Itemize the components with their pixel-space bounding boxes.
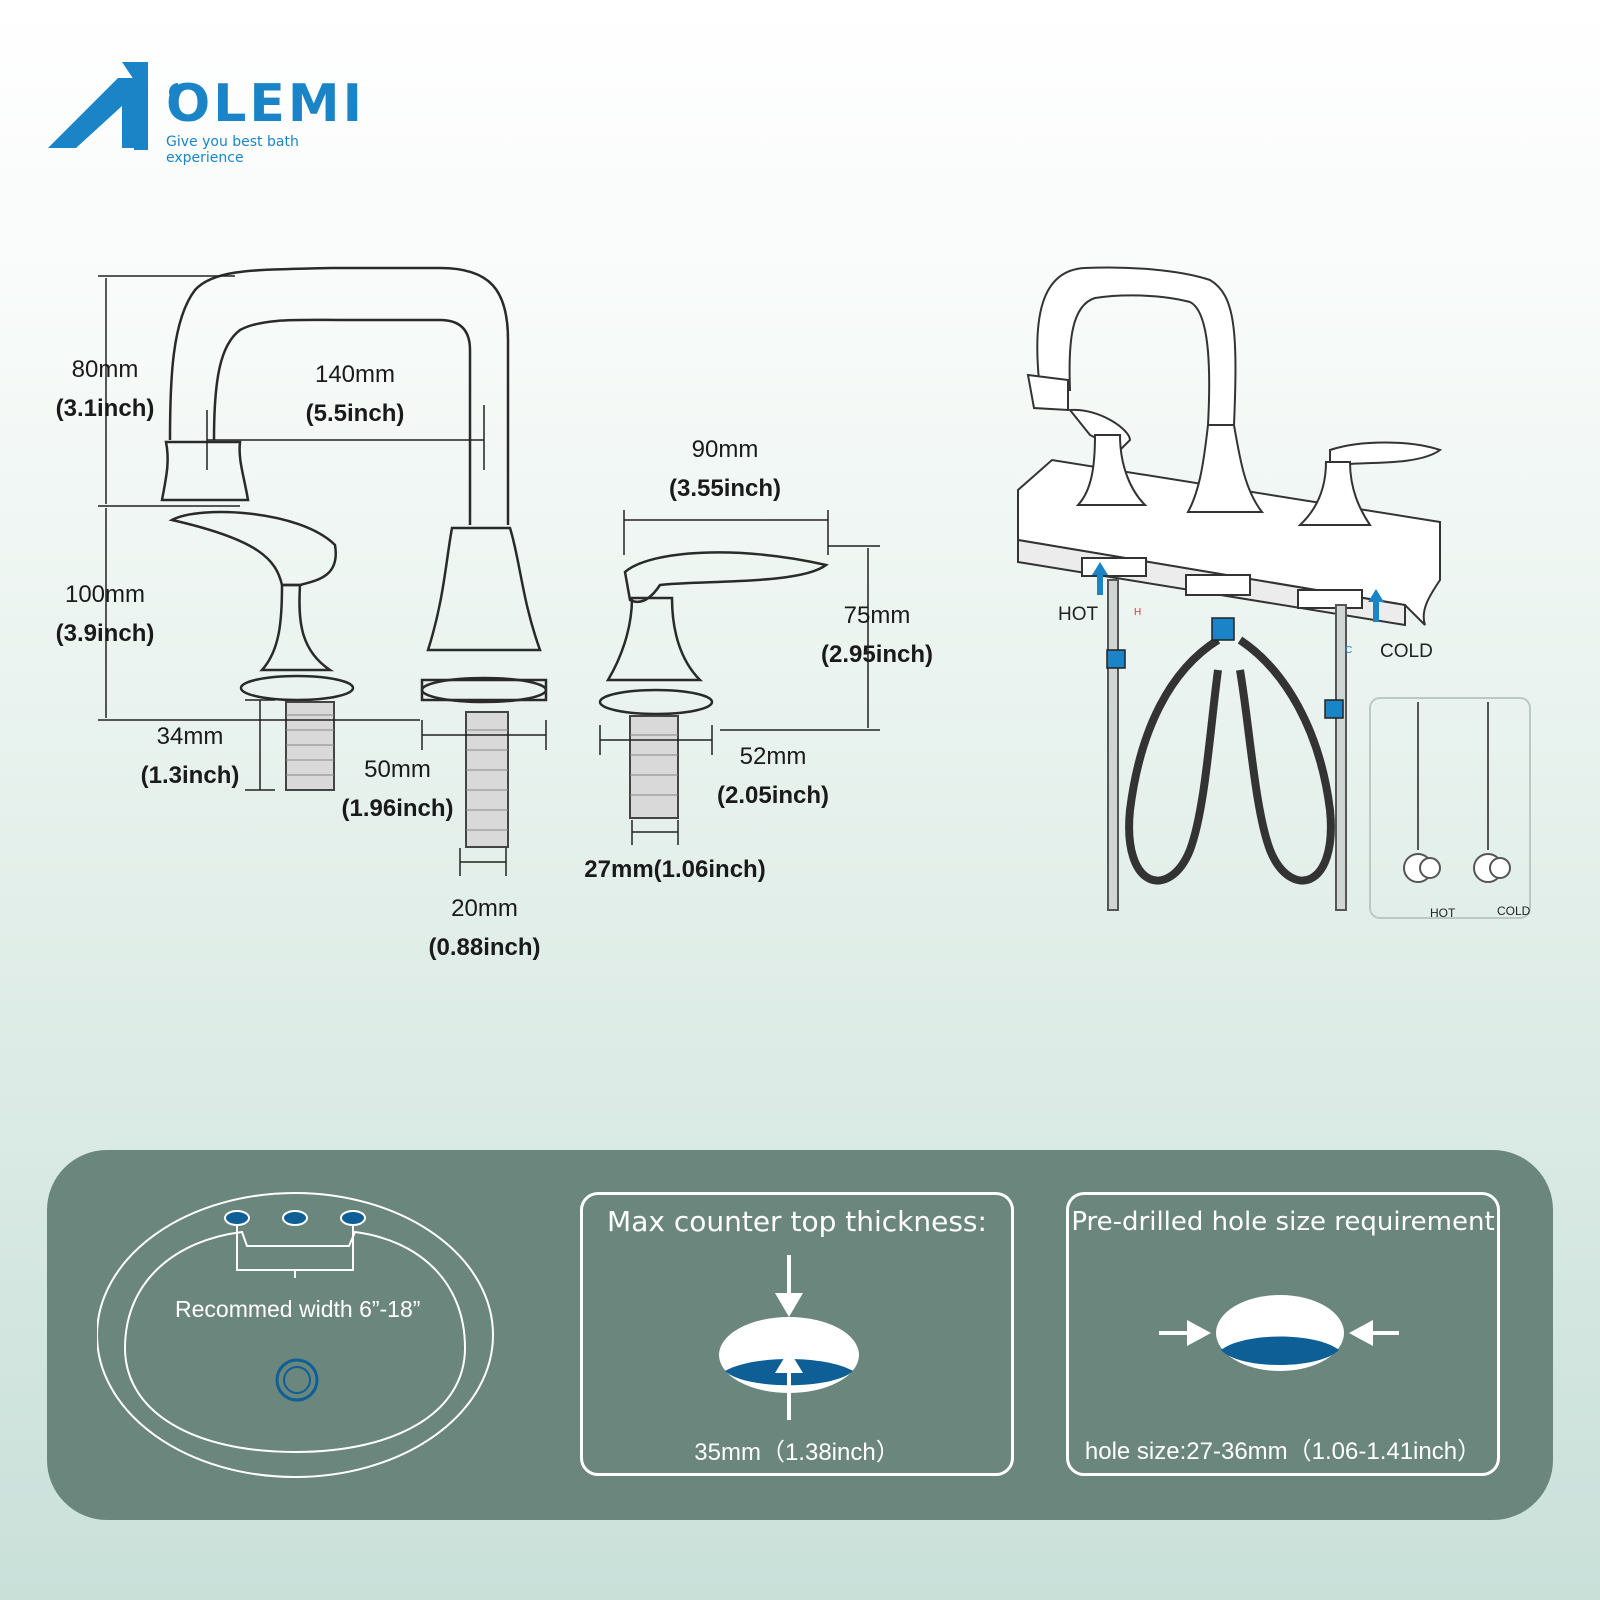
hoses	[1125, 636, 1335, 885]
faucet-height-label: 100mm(3.9inch)	[55, 581, 155, 647]
inset-box	[1369, 697, 1531, 919]
spout-reach-label: 140mm(5.5inch)	[305, 361, 405, 427]
thickness-card: Max counter top thickness: 35mm（1.38inch…	[580, 1192, 1014, 1476]
basin-diagram	[97, 1192, 494, 1478]
basin-width-note: Recommed width 6”-18”	[175, 1296, 421, 1322]
inset-hot-label: HOT	[1430, 906, 1456, 920]
connector-nuts	[1106, 617, 1344, 719]
faucet-dimension-drawing	[98, 266, 880, 876]
hole-size-title: Pre-drilled hole size requirement	[1071, 1207, 1495, 1237]
supply-lines	[1107, 579, 1347, 911]
spout-height-label: 80mm(3.1inch)	[55, 356, 155, 422]
spout-base-label: 50mm(1.96inch)	[341, 756, 454, 822]
handle-height-label: 75mm(2.95inch)	[820, 602, 934, 668]
inset-cold-label: COLD	[1497, 904, 1531, 918]
logo-a-mark-icon	[48, 62, 178, 150]
thread-lines	[286, 714, 678, 831]
thickness-diagram	[719, 1255, 859, 1420]
hot-mark: H	[1134, 607, 1142, 618]
thickness-title: Max counter top thickness:	[607, 1205, 987, 1238]
shank-length-label: 34mm(1.3inch)	[140, 723, 240, 789]
logo-tagline: Give you best bath experience	[166, 134, 299, 166]
hole-size-card: Pre-drilled hole size requirement hole s…	[1066, 1192, 1500, 1476]
brand-logo: OLEMI Give you best bath experience	[48, 58, 368, 166]
dimension-lines	[98, 275, 880, 876]
spout-outline	[160, 266, 829, 716]
installation-drawing	[1017, 266, 1531, 919]
handle-shank-label: 27mm(1.06inch)	[584, 856, 766, 883]
flow-arrows	[1092, 562, 1384, 622]
spout-shank-label: 20mm(0.88inch)	[428, 895, 541, 961]
hot-label: HOT	[1058, 604, 1099, 625]
cold-mark: C	[1345, 645, 1353, 656]
handle-length-label: 90mm(3.55inch)	[668, 436, 782, 502]
cold-label: COLD	[1380, 641, 1433, 662]
logo-wordmark: OLEMI	[166, 74, 365, 134]
requirements-panel: Recommed width 6”-18” Max counter top th…	[47, 1150, 1553, 1520]
thickness-value: 35mm（1.38inch）	[694, 1439, 900, 1466]
handle-base-label: 52mm(2.05inch)	[716, 743, 830, 809]
inset-valves	[1403, 702, 1511, 883]
hole-size-diagram	[1159, 1295, 1399, 1371]
faucet-assembly	[1017, 266, 1443, 627]
hole-size-value: hole size:27-36mm（1.06-1.41inch）	[1084, 1438, 1482, 1465]
